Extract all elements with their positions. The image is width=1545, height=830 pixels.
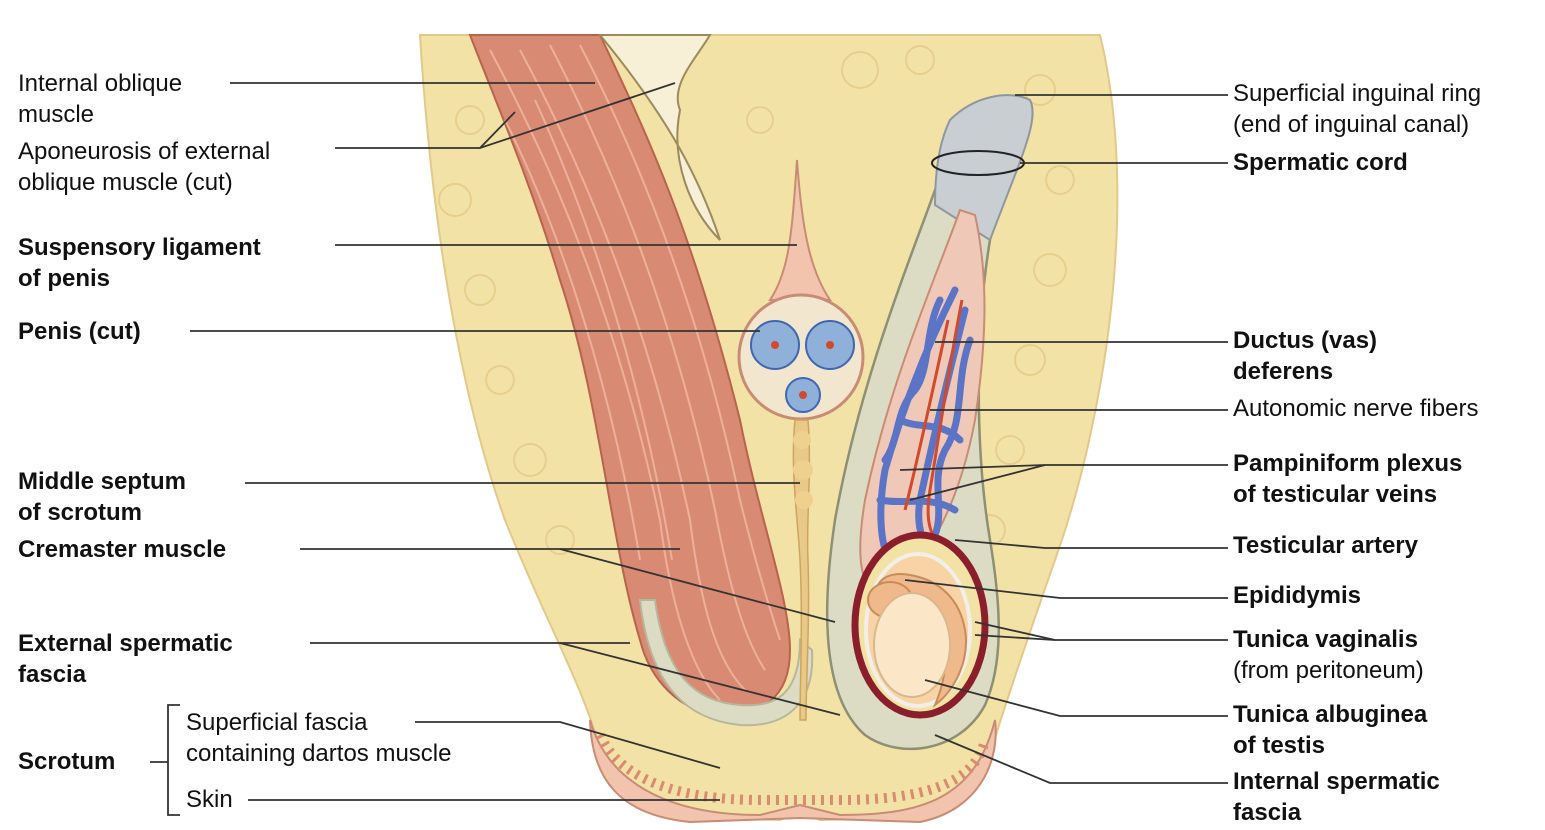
label-ductus-deferens: Ductus (vas)deferens [1233,325,1377,387]
label-epididymis: Epididymis [1233,580,1361,611]
label-scrotum: Scrotum [18,746,115,777]
label-cremaster-muscle: Cremaster muscle [18,534,226,565]
label-skin: Skin [186,784,233,815]
label-tunica-vaginalis: Tunica vaginalis(from peritoneum) [1233,624,1424,686]
scrotum-bracket [150,705,180,815]
label-penis: Penis (cut) [18,316,141,347]
label-spermatic-cord: Spermatic cord [1233,147,1408,178]
label-superficial-inguinal-ring: Superficial inguinal ring(end of inguina… [1233,78,1481,140]
label-testicular-artery: Testicular artery [1233,530,1418,561]
label-autonomic-nerve-fibers: Autonomic nerve fibers [1233,393,1478,424]
testis [874,593,950,697]
